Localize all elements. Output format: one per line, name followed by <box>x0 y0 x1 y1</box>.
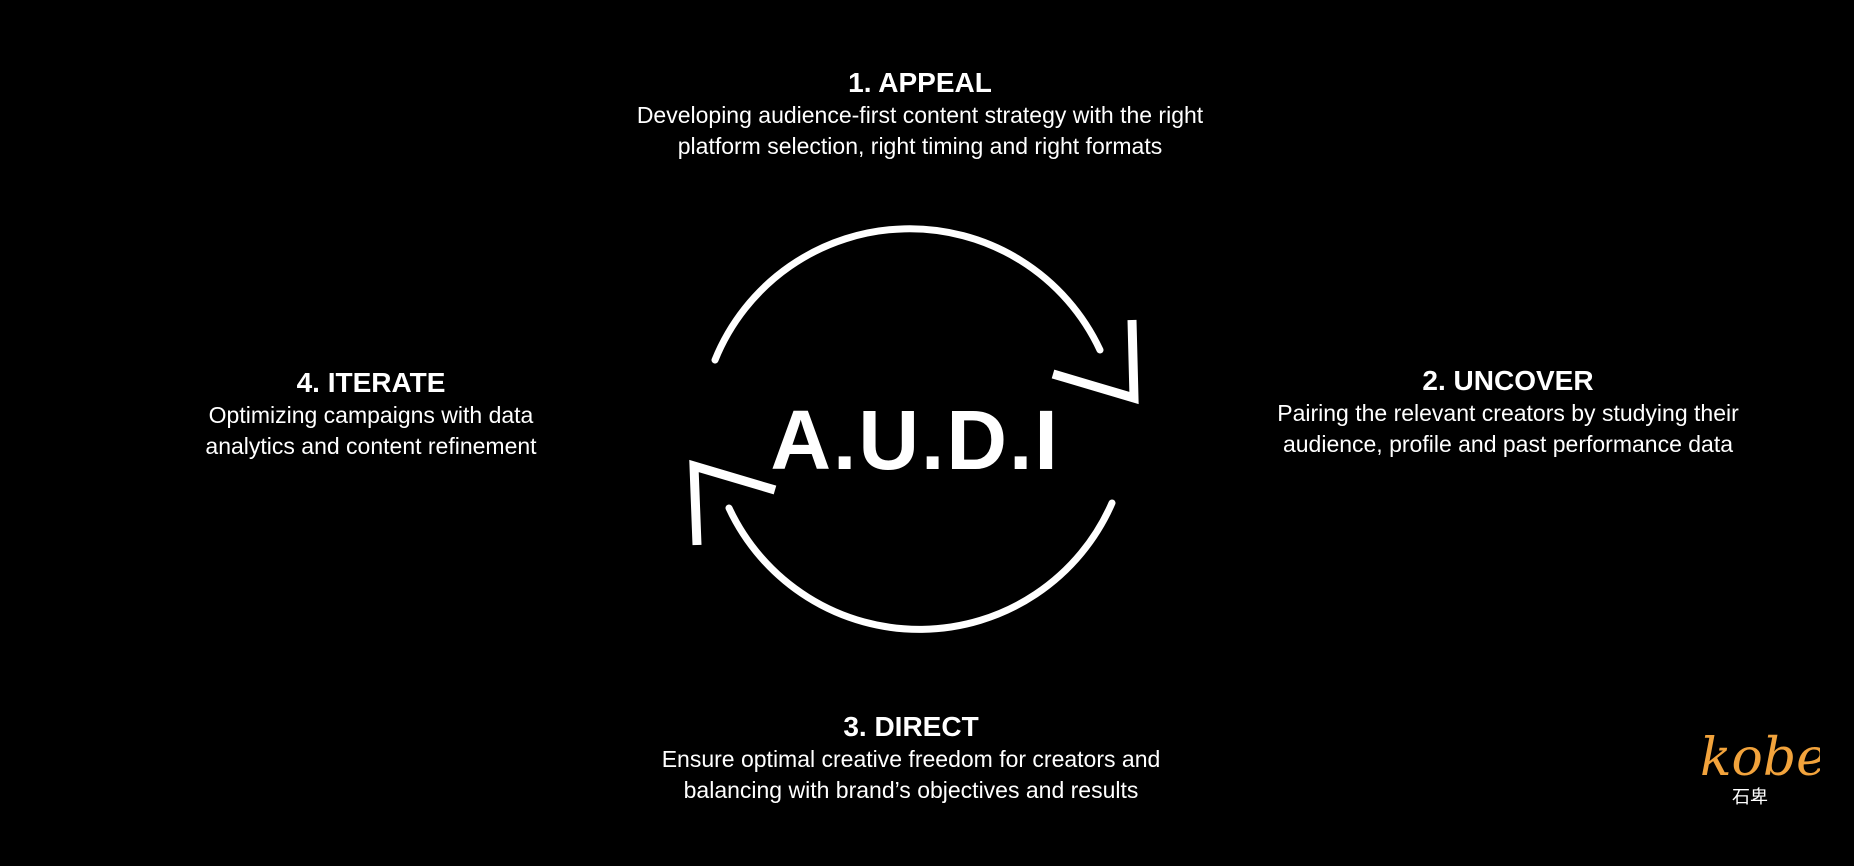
right-arrowhead <box>1051 319 1139 405</box>
step-description-line: audience, profile and past performance d… <box>1282 431 1734 457</box>
kobe-logo: kobe 石卑 <box>1700 728 1820 808</box>
step-direct: 3. DIRECT Ensure optimal creative freedo… <box>662 710 1161 806</box>
step-description-line: Pairing the relevant creators by studyin… <box>1277 400 1739 426</box>
center-label: A.U.D.I <box>770 393 1060 487</box>
step-description-line: Optimizing campaigns with data <box>208 402 534 428</box>
step-description-line: balancing with brand’s objectives and re… <box>683 777 1139 803</box>
step-uncover: 2. UNCOVER Pairing the relevant creators… <box>1277 364 1739 460</box>
step-description-line: platform selection, right timing and rig… <box>677 133 1163 159</box>
step-title: 1. APPEAL <box>848 67 992 98</box>
step-appeal: 1. APPEAL Developing audience-first cont… <box>637 66 1203 162</box>
left-arrowhead <box>689 459 777 546</box>
step-title: 3. DIRECT <box>843 711 979 742</box>
step-title: 2. UNCOVER <box>1422 365 1594 396</box>
top-arc-arrow <box>711 225 1104 364</box>
step-description-line: analytics and content refinement <box>205 433 537 459</box>
bottom-arc-arrow <box>725 499 1116 633</box>
step-iterate: 4. ITERATE Optimizing campaigns with dat… <box>205 366 536 462</box>
logo-wordmark: kobe <box>1700 728 1820 788</box>
step-title: 4. ITERATE <box>296 367 446 398</box>
step-description-line: Developing audience-first content strate… <box>636 102 1204 128</box>
logo-subtext: 石卑 <box>1732 787 1768 808</box>
step-description-line: Ensure optimal creative freedom for crea… <box>661 746 1161 772</box>
